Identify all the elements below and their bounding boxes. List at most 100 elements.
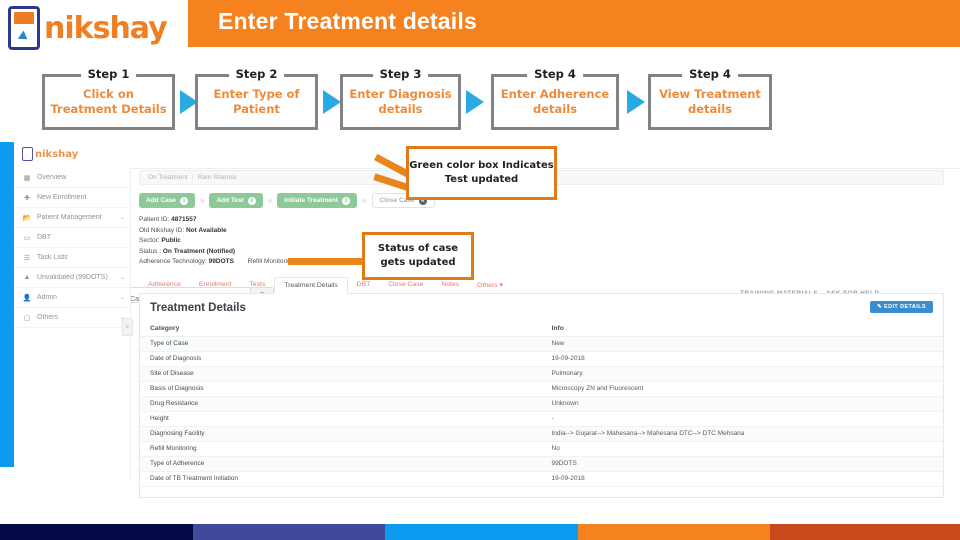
wizard-num-add-case: 1 [179,196,188,205]
breadcrumb-separator: / [191,174,194,181]
footer-segment-1 [0,524,193,540]
user-icon: 👤 [22,294,32,302]
breadcrumb-status[interactable]: On Treatment [148,174,188,181]
app-phone-icon [22,147,33,161]
sidebar-item-new-enrollment[interactable]: ✚ New Enrollment [14,188,130,208]
sidebar-item-patient-management[interactable]: 📂 Patient Management ⌄ [14,208,130,228]
row-key: Height [140,411,542,427]
step-label-2: Step 2 [228,67,285,81]
sidebar-item-admin[interactable]: 👤 Admin ⌄ [14,288,130,308]
step-strip: Step 1 Click on Treatment Details Step 2… [0,56,960,134]
row-key: Date of TB Treatment Initiation [140,471,542,487]
step-text-3: Enter Diagnosis details [349,87,452,116]
wizard-separator-2: » [267,196,273,205]
footer-color-bar [0,524,960,540]
row-key: Date of Diagnosis [140,351,542,367]
tab-adherence[interactable]: Adherence [148,280,181,288]
wizard-separator-3: » [362,196,367,205]
status-badge: On Treatment (Notified) [162,247,236,255]
slide-logo: nikshay [8,4,188,52]
tab-dbt[interactable]: DBT [356,280,371,288]
sidebar-item-overview[interactable]: ▦ Overview [14,168,130,188]
phone-tap-icon [8,6,40,50]
sidebar-collapse-handle[interactable]: c [122,318,133,336]
wizard-step-initiate-treatment[interactable]: Initiate Treatment 3 [277,193,358,208]
treatment-details-panel: Treatment Details ✎ EDIT DETAILS Categor… [139,293,944,498]
page-title: Enter Treatment details [218,8,477,34]
sidebar-label-new-enrollment: New Enrollment [37,194,87,201]
app-logo-text: nikshay [35,148,79,160]
wizard-label-close-case: Close Case [379,197,415,204]
row-value: - [541,411,943,427]
pencil-icon: ✎ [877,303,883,310]
row-value: 19-09-2018 [541,351,943,367]
row-value: Unknown [541,396,943,412]
row-key: Type of Adherence [140,456,542,472]
adherence-tech-group: Adherence Technology: 99DOTS [139,257,234,268]
sidebar-label-patient-management: Patient Management [37,214,102,221]
old-id-label: Old Nikshay ID: [139,226,185,234]
step-box-2: Step 2 Enter Type of Patient [195,67,318,130]
callout-green-box-text: Green color box Indicates Test updated [409,160,554,185]
patient-id-label: Patient ID: [139,216,170,223]
row-value: India--> Gujarat--> Mahesana--> Mahesana… [541,426,943,442]
step-label-1: Step 1 [80,67,137,81]
tab-tests[interactable]: Tests [249,280,266,288]
sidebar-item-unvalidated[interactable]: ▲ Unvalidated (99DOTS) ⌄ [14,268,130,288]
logo-text: nikshay [44,10,168,46]
patient-id-value: 4871557 [171,216,197,223]
wizard-separator-1: » [199,196,205,205]
row-key: Basis of Diagnosis [140,381,542,397]
footer-segment-3 [385,524,578,540]
edit-details-label: EDIT DETAILS [884,303,926,310]
wizard-label-add-test: Add Test [216,197,244,204]
adherence-row: Adherence Technology: 99DOTS Refill Moni… [139,257,944,268]
sidebar-label-task-lists: Task Lists [37,254,68,261]
chevron-down-icon-admin: ⌄ [119,295,125,301]
footer-segment-4 [578,524,770,540]
edit-details-button[interactable]: ✎ EDIT DETAILS [870,300,933,313]
wizard-step-add-test[interactable]: Add Test 2 [209,193,263,208]
chevron-down-icon-patient-management: ⌄ [119,215,125,221]
callout-status-updated-text: Status of case gets updated [377,243,459,268]
wizard-step-add-case[interactable]: Add Case 1 [139,193,195,208]
app-screenshot: nikshay ⚲ TRAINING MATERIALS ASK FOR HEL… [0,140,960,508]
row-key: Type of Case [140,336,542,352]
row-value: New [541,336,943,352]
slide-title-band: Enter Treatment details [188,0,960,47]
arrow-icon-4 [627,90,645,114]
sidebar-item-dbt[interactable]: ▭ DBT [14,228,130,248]
step-label-5: Step 4 [682,67,738,81]
sidebar-item-task-lists[interactable]: ☰ Task Lists [14,248,130,268]
table-row: Height- [140,411,943,427]
chevron-down-icon-unvalidated: ⌄ [119,275,125,281]
arrow-icon-2 [323,90,341,114]
tab-treatment-details[interactable]: Treatment Details [274,276,348,294]
tab-notes[interactable]: Notes [441,280,460,288]
sidebar: ▦ Overview ✚ New Enrollment 📂 Patient Ma… [14,168,131,478]
tab-enrollment[interactable]: Enrollment [198,280,232,288]
tab-others[interactable]: Others ▾ [477,281,503,289]
app-logo[interactable]: nikshay [22,147,78,161]
callout-pointer-2 [288,258,368,265]
plus-icon: ✚ [24,194,30,202]
row-value: 99DOTS [541,456,943,472]
callout-green-box: Green color box Indicates Test updated [406,146,557,200]
footer-segment-5 [770,524,960,540]
tab-close-case[interactable]: Close Case [388,280,424,288]
row-key: Refill Monitoring [140,441,542,457]
row-value: Pulmonary [541,366,943,382]
sidebar-label-dbt: DBT [37,234,51,241]
step-box-1: Step 1 Click on Treatment Details [42,67,175,130]
sidebar-label-admin: Admin [37,294,57,301]
sidebar-item-others[interactable]: ▢ Others ⌄ [14,308,130,328]
old-id-row: Old Nikshay ID: Not Available [139,226,944,237]
breadcrumb-patient[interactable]: Ram Sharma [197,174,236,181]
arrow-icon-1 [180,90,198,114]
